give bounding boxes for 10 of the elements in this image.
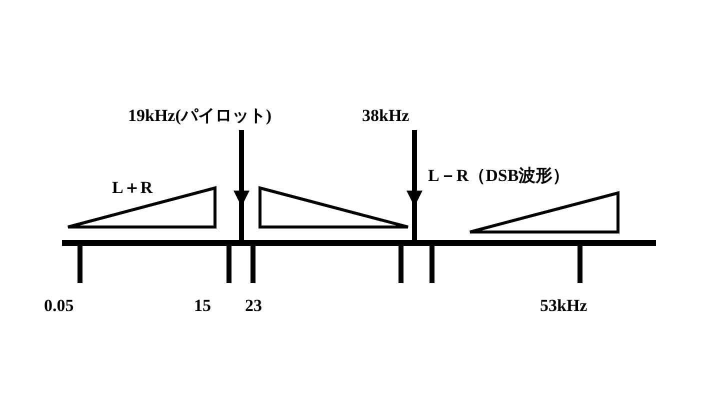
frequency-label: 0.05	[44, 296, 74, 316]
band-label: L＋R	[112, 178, 153, 198]
pilot-label: 19kHz(パイロット)	[128, 106, 272, 126]
arrow	[234, 130, 250, 207]
arrow	[406, 130, 422, 207]
frequency-label: 53kHz	[540, 296, 588, 316]
frequency-label: 23	[245, 296, 262, 316]
frequency-label: 15	[194, 296, 211, 316]
band-label: L－R（DSB波形）	[428, 166, 570, 186]
carrier-label: 38kHz	[362, 106, 410, 126]
